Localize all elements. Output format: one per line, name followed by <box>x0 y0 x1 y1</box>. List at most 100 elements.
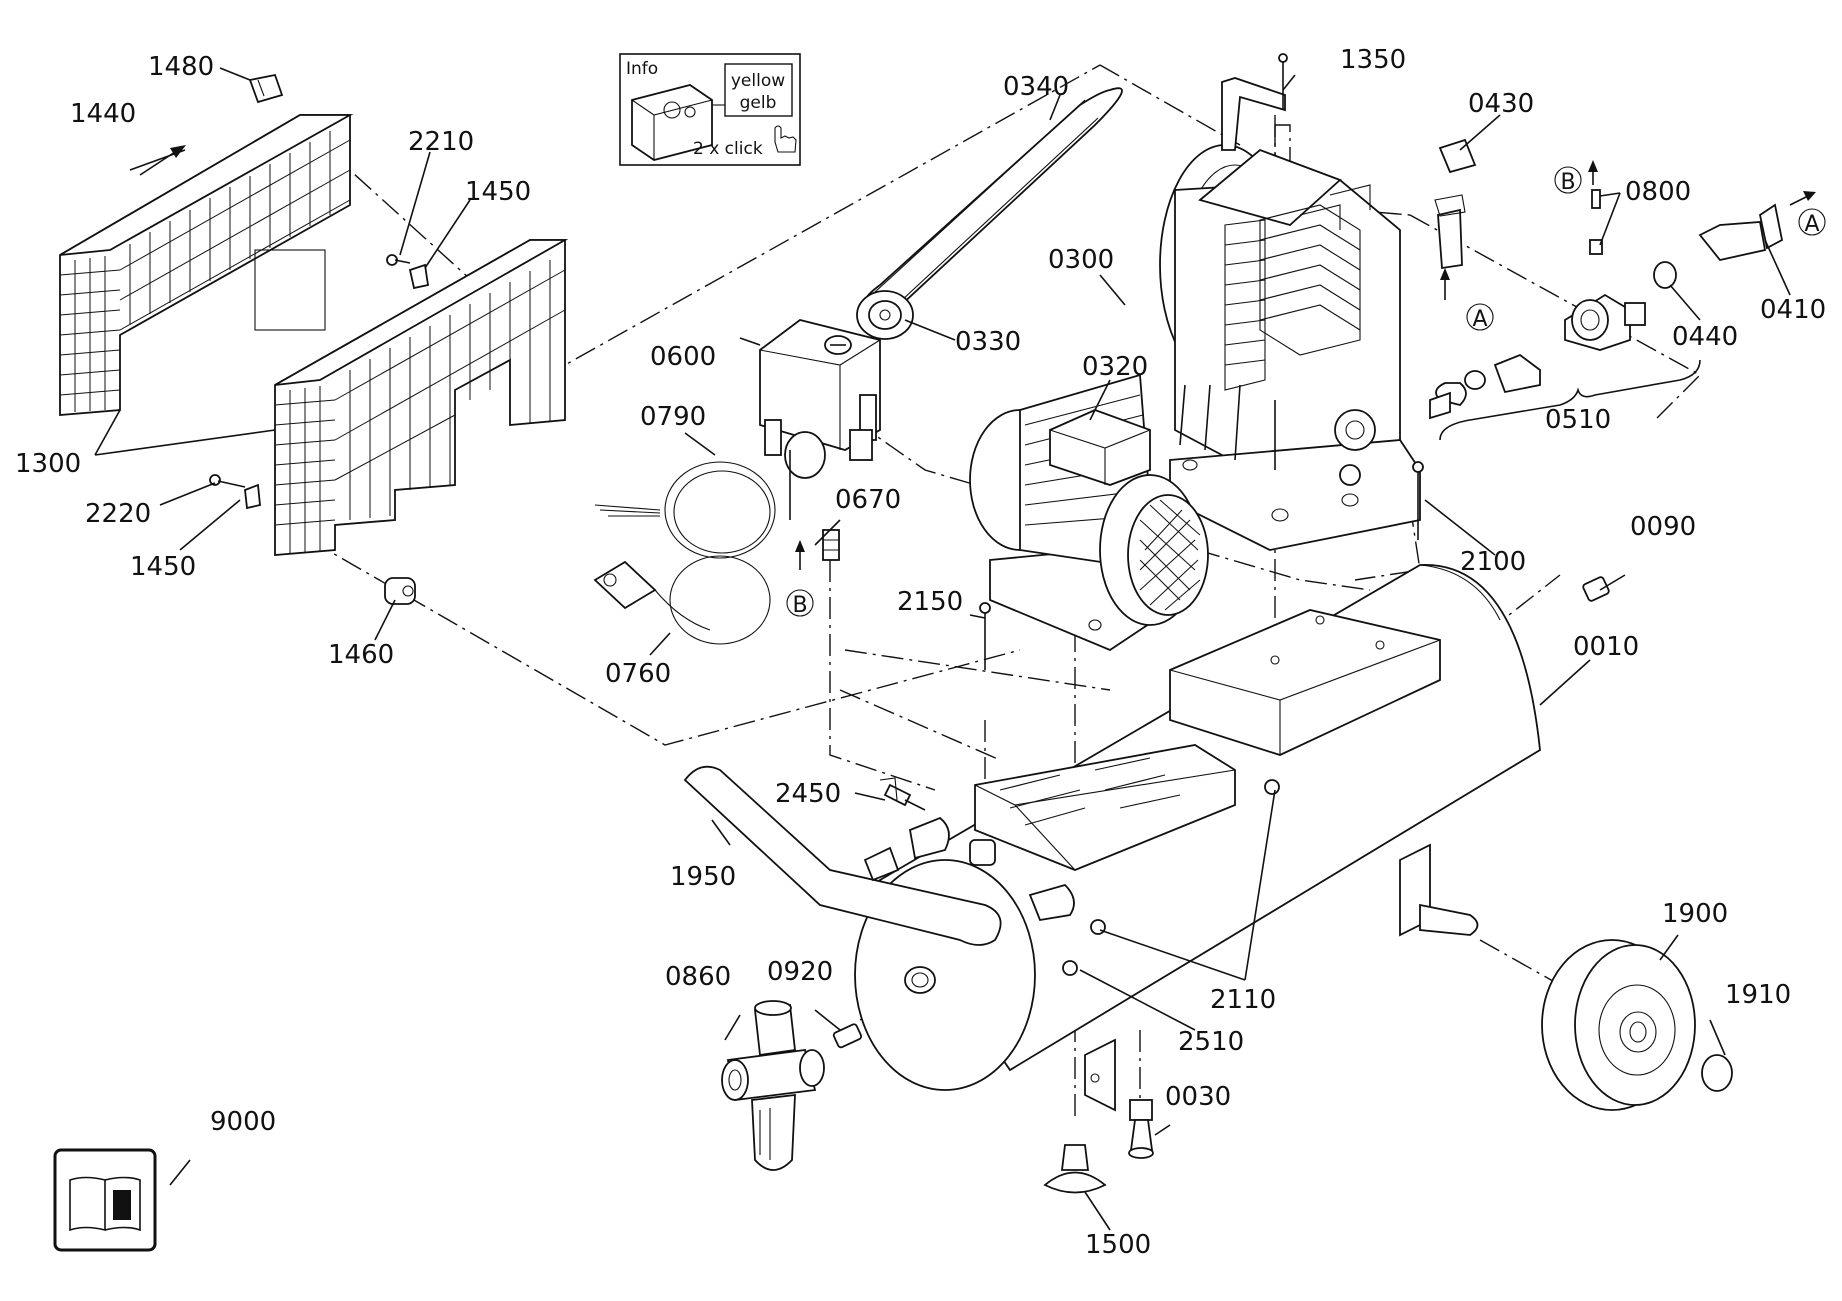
electric-motor-0320[interactable] <box>969 373 1209 652</box>
label-0010[interactable]: 0010 <box>1573 632 1639 662</box>
wing-screw-2450[interactable] <box>879 777 926 811</box>
wheel-axle-bracket[interactable] <box>1399 843 1479 937</box>
clip-1450-top[interactable] <box>408 263 430 290</box>
marker-a-valve-circle <box>1466 303 1494 331</box>
belt-guard-front-1300[interactable] <box>254 239 569 556</box>
nipple-0920[interactable] <box>832 1023 863 1049</box>
foot-bracket[interactable] <box>1084 1038 1116 1112</box>
arrow-1440 <box>139 145 186 176</box>
label-1910[interactable]: 1910 <box>1725 980 1791 1010</box>
marker-b-switch: B <box>792 593 807 618</box>
screw-2220[interactable] <box>209 474 246 488</box>
wheel-1900[interactable] <box>1541 939 1696 1111</box>
info-hint: 2 x click <box>693 139 763 159</box>
leader-lines <box>94 67 1791 1231</box>
label-0920[interactable]: 0920 <box>767 957 833 987</box>
group-bracket-0510 <box>1439 359 1701 441</box>
label-2510[interactable]: 2510 <box>1178 1027 1244 1057</box>
marker-b-switch-circle <box>786 589 814 617</box>
check-valve-assembly-0510[interactable] <box>1429 293 1646 420</box>
arrow-head-a-out <box>1803 191 1816 201</box>
part-number-labels: 1480 1440 2210 1450 1300 2220 1450 1460 … <box>15 45 1826 1260</box>
label-0600[interactable]: 0600 <box>650 342 716 372</box>
manual-book-icon[interactable]: i <box>53 1148 157 1252</box>
label-0860[interactable]: 0860 <box>665 962 731 992</box>
label-2220[interactable]: 2220 <box>85 499 151 529</box>
marker-a-valve: A <box>1472 307 1487 332</box>
arrow-head-b-switch <box>795 540 805 552</box>
marker-b-valve-circle <box>1554 166 1582 194</box>
power-cable-0790[interactable] <box>594 461 776 559</box>
compressor-pump-0300[interactable] <box>1159 144 1421 551</box>
drain-valve-0030[interactable] <box>1128 1099 1154 1159</box>
bolt-2100[interactable] <box>1412 461 1424 540</box>
info-gelb-label: gelb <box>740 93 777 113</box>
label-2450[interactable]: 2450 <box>775 779 841 809</box>
label-0510[interactable]: 0510 <box>1545 405 1611 435</box>
filter-regulator-0860[interactable] <box>721 1000 825 1171</box>
marker-b-valve: B <box>1560 170 1575 195</box>
rubber-foot-1500[interactable] <box>1043 1144 1107 1194</box>
guard-clip-1480[interactable] <box>248 73 284 104</box>
handle-1950[interactable] <box>683 765 1002 946</box>
bracket-1350[interactable] <box>1221 53 1288 151</box>
fitting-0430[interactable] <box>1434 138 1477 270</box>
connector-0670[interactable] <box>822 529 840 561</box>
clip-1450-bottom[interactable] <box>244 483 261 510</box>
label-1440[interactable]: 1440 <box>70 99 136 129</box>
info-box[interactable]: Info yellow gelb 2 x click <box>619 53 801 166</box>
label-0440[interactable]: 0440 <box>1672 322 1738 352</box>
label-2210[interactable]: 2210 <box>408 127 474 157</box>
label-0330[interactable]: 0330 <box>955 327 1021 357</box>
belt-guard-rear-1440[interactable] <box>59 114 354 416</box>
motor-pulley-0330[interactable] <box>856 290 914 340</box>
label-0300[interactable]: 0300 <box>1048 245 1114 275</box>
marker-a-out-circle <box>1798 208 1826 236</box>
label-1350[interactable]: 1350 <box>1340 45 1406 75</box>
hub-cap-1910[interactable] <box>1701 1054 1733 1092</box>
hand-cursor-icon <box>774 125 797 153</box>
label-1450-top[interactable]: 1450 <box>465 177 531 207</box>
label-1460[interactable]: 1460 <box>328 640 394 670</box>
label-0320[interactable]: 0320 <box>1082 352 1148 382</box>
pin-0800[interactable] <box>1589 189 1603 255</box>
label-0790[interactable]: 0790 <box>640 402 706 432</box>
spacer-1460[interactable] <box>384 577 416 605</box>
label-0670[interactable]: 0670 <box>835 485 901 515</box>
bolt-2150[interactable] <box>979 602 991 670</box>
screw-2210[interactable] <box>386 254 411 266</box>
fitting-0410[interactable] <box>1698 203 1784 262</box>
label-2150[interactable]: 2150 <box>897 587 963 617</box>
label-1480[interactable]: 1480 <box>148 52 214 82</box>
marker-a-out: A <box>1804 212 1819 237</box>
motor-mounting-plate[interactable] <box>974 744 1236 871</box>
seal-0440[interactable] <box>1653 261 1677 289</box>
label-0410[interactable]: 0410 <box>1760 295 1826 325</box>
pump-mounting-plate[interactable] <box>1169 609 1441 756</box>
label-0800[interactable]: 0800 <box>1625 177 1691 207</box>
label-1450-bottom[interactable]: 1450 <box>130 552 196 582</box>
label-2110[interactable]: 2110 <box>1210 985 1276 1015</box>
tank-collar-parts[interactable] <box>863 816 1075 922</box>
arrow-head-a-valve <box>1440 268 1450 280</box>
label-0760[interactable]: 0760 <box>605 659 671 689</box>
plug-0090[interactable] <box>1582 576 1610 602</box>
label-0340[interactable]: 0340 <box>1003 72 1069 102</box>
nut-2510[interactable] <box>1062 960 1078 976</box>
label-1500[interactable]: 1500 <box>1085 1230 1151 1260</box>
info-yellow-label: yellow <box>731 71 785 91</box>
label-1950[interactable]: 1950 <box>670 862 736 892</box>
label-0030[interactable]: 0030 <box>1165 1082 1231 1112</box>
label-0090[interactable]: 0090 <box>1630 512 1696 542</box>
svg-text:i: i <box>118 1197 126 1222</box>
label-0430[interactable]: 0430 <box>1468 89 1534 119</box>
label-1300[interactable]: 1300 <box>15 449 81 479</box>
v-belt-0340[interactable] <box>861 87 1123 324</box>
label-9000[interactable]: 9000 <box>210 1107 276 1137</box>
arrow-head-b-valve <box>1588 160 1598 172</box>
label-1900[interactable]: 1900 <box>1662 899 1728 929</box>
plug-cable-0760[interactable] <box>593 555 771 645</box>
label-2100[interactable]: 2100 <box>1460 547 1526 577</box>
pressure-switch-0600[interactable] <box>759 319 881 520</box>
